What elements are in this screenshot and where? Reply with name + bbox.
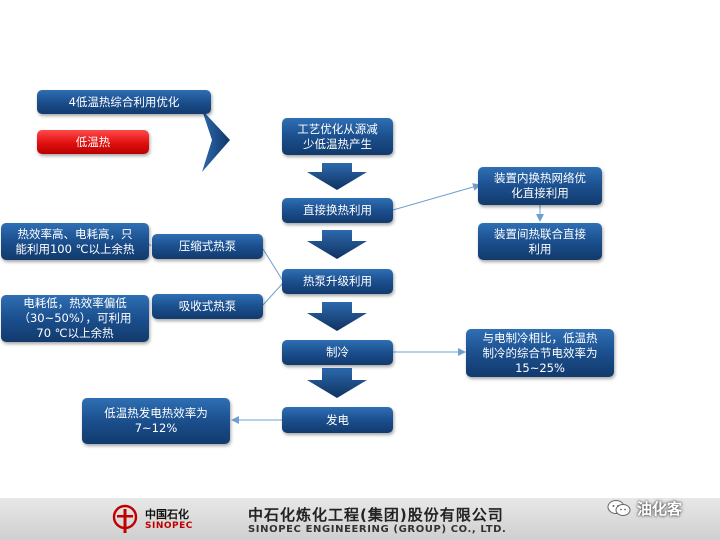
- company-name-cn: 中石化炼化工程(集团)股份有限公司: [248, 506, 504, 524]
- step-process-optimization: 工艺优化从源减 少低温热产生: [282, 118, 393, 155]
- down-arrow-1: [307, 163, 367, 190]
- step-refrigeration: 制冷: [282, 340, 393, 365]
- note-compression: 热效率高、电耗高，只 能利用100 ℃以上余热: [1, 223, 149, 260]
- down-arrow-3: [307, 302, 367, 331]
- company-name-en: SINOPEC ENGINEERING (GROUP) CO., LTD.: [248, 524, 507, 535]
- logo-cn-text: 中国石化: [145, 508, 189, 521]
- connector-direct-to-network: [392, 183, 481, 211]
- wechat-brand: 油化客: [607, 497, 682, 519]
- connector-compression-to-note: [148, 243, 152, 247]
- low-temp-heat-label: 低温热: [75, 134, 111, 149]
- step-power-generation: 发电: [282, 407, 393, 433]
- section-title: 4低温热综合利用优化: [68, 94, 180, 109]
- absorption-heat-pump: 吸收式热泵: [152, 294, 263, 319]
- note-refrigeration: 与电制冷相比，低温热 制冷的综合节电效率为 15~25%: [466, 329, 614, 377]
- low-temp-heat-box: 低温热: [37, 130, 149, 154]
- step-direct-exchange: 直接换热利用: [282, 198, 393, 223]
- down-arrow-4: [307, 368, 367, 398]
- note-inter-unit: 装置间热联合直接 利用: [478, 223, 602, 260]
- connector-pump-to-absorption: [262, 282, 284, 306]
- compression-heat-pump: 压缩式热泵: [152, 234, 263, 259]
- footer-bar: [0, 498, 720, 540]
- note-unit-network: 装置内换热网络优 化直接利用: [478, 167, 602, 205]
- brand-name: 油化客: [637, 499, 683, 518]
- note-absorption: 电耗低，热效率偏低 （30~50%），可利用 70 ℃以上余热: [1, 295, 149, 342]
- connector-pump-to-compression: [262, 248, 284, 282]
- section-title-box: 4低温热综合利用优化: [37, 90, 211, 114]
- chevron-right-arrow: [202, 110, 230, 172]
- sinopec-logo-icon: [112, 504, 138, 533]
- logo-en-text: SINOPEC: [145, 521, 193, 531]
- note-power: 低温热发电热效率为 7~12%: [82, 398, 230, 444]
- down-arrow-2: [307, 230, 367, 259]
- wechat-icon: [607, 500, 631, 516]
- step-heat-pump: 热泵升级利用: [282, 269, 393, 294]
